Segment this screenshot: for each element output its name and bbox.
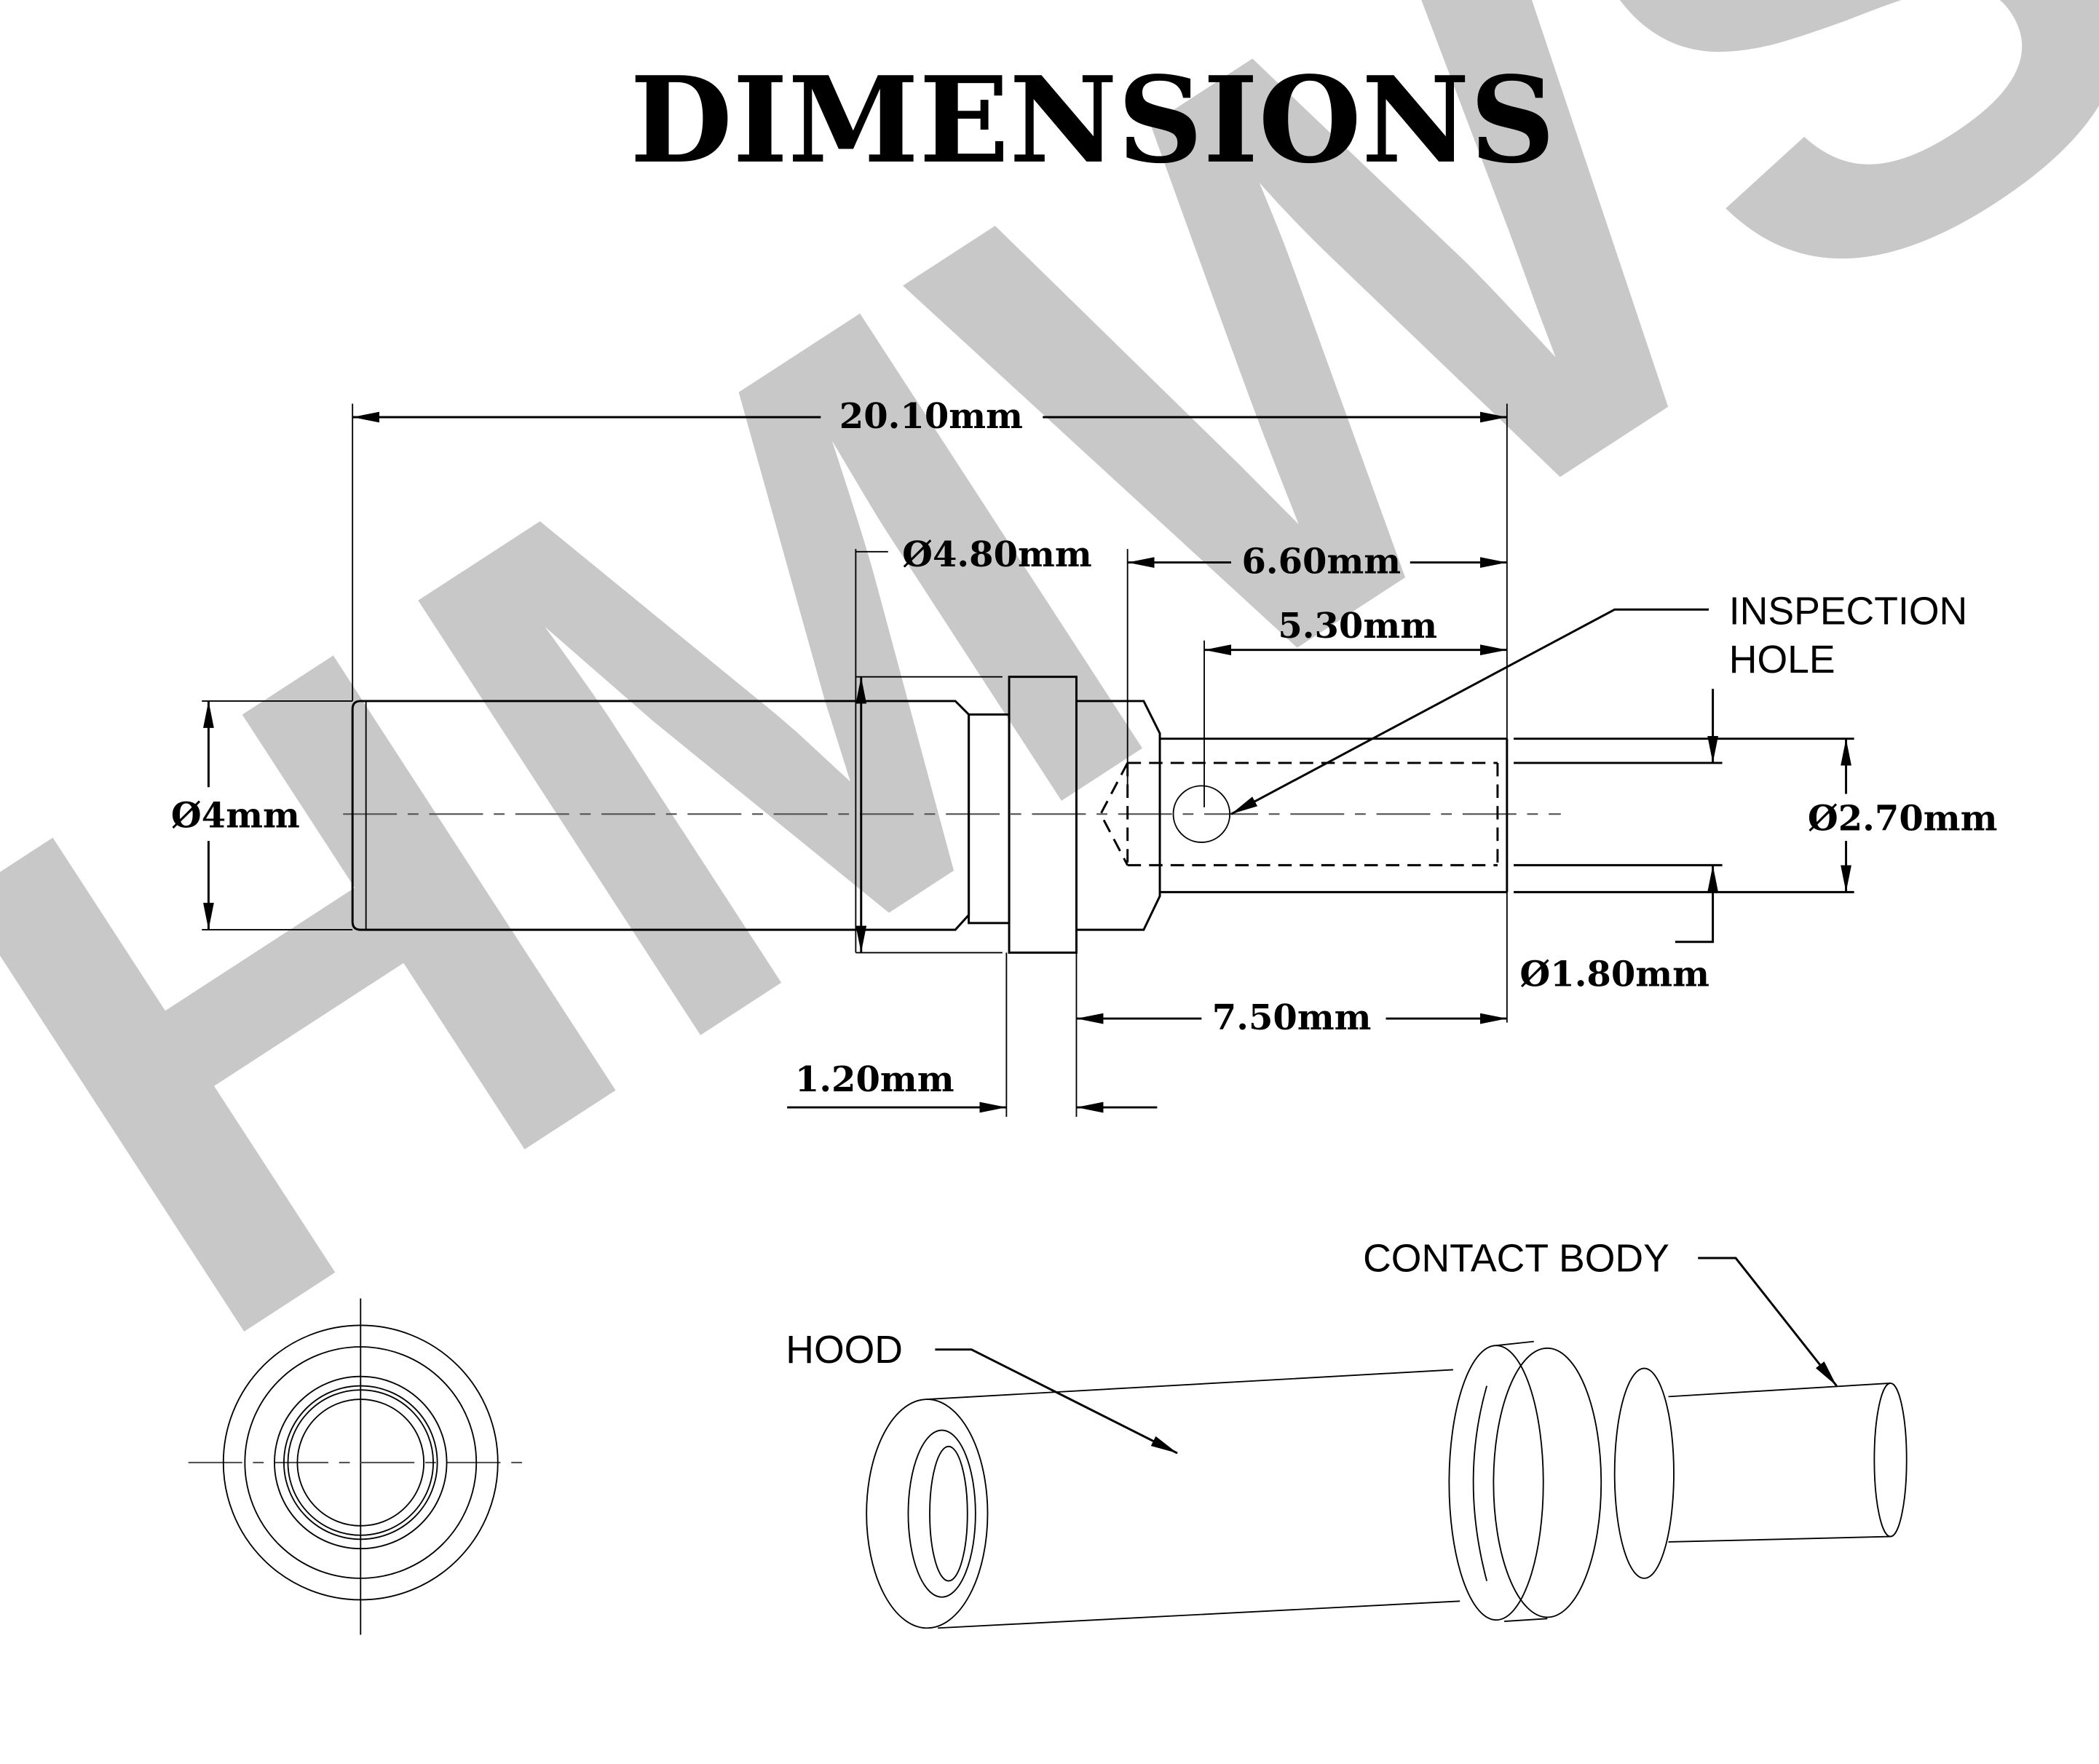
dim-flange-diameter: Ø4.80mm [902,534,1092,575]
dim-pin-inner-diameter: Ø1.80mm [1519,954,1709,995]
dim-flange-thickness: 1.20mm [795,1059,954,1100]
hood-label: HOOD [786,1328,903,1372]
hood-leader [935,1348,1178,1455]
end-view [188,1298,531,1635]
inspection-hole-label-2: HOLE [1729,638,1835,681]
hood-body [351,700,971,931]
dimension-labels: 20.10mm Ø4.80mm Ø4mm 6.60mm 5.30mm Ø2.70… [171,396,1998,1100]
dim-overall-length: 20.10mm [839,396,1023,437]
inspection-hole [1172,785,1231,843]
side-view [343,676,1561,954]
pin-bore [1099,762,1499,866]
dimension-lines [202,403,1854,1117]
flange [1008,676,1078,954]
dim-5-30: 5.30mm [1278,606,1437,646]
contact-collar [1076,700,1161,931]
inspection-leader [1230,608,1709,815]
dim-6-60: 6.60mm [1241,541,1401,582]
inspection-hole-label-1: INSPECTION [1729,590,1967,633]
isometric-view: HOOD CONTACT BODY [786,1237,1908,1629]
dim-pin-outer-diameter: Ø2.70mm [1808,798,1998,839]
dim-7-50: 7.50mm [1212,997,1372,1038]
contact-body-label: CONTACT BODY [1363,1237,1669,1281]
watermark: HMWS [0,0,2099,1493]
contact-body-leader [1698,1257,1838,1387]
dim-hood-diameter: Ø4mm [171,796,300,836]
page-title: DIMENSIONS [630,51,1555,190]
